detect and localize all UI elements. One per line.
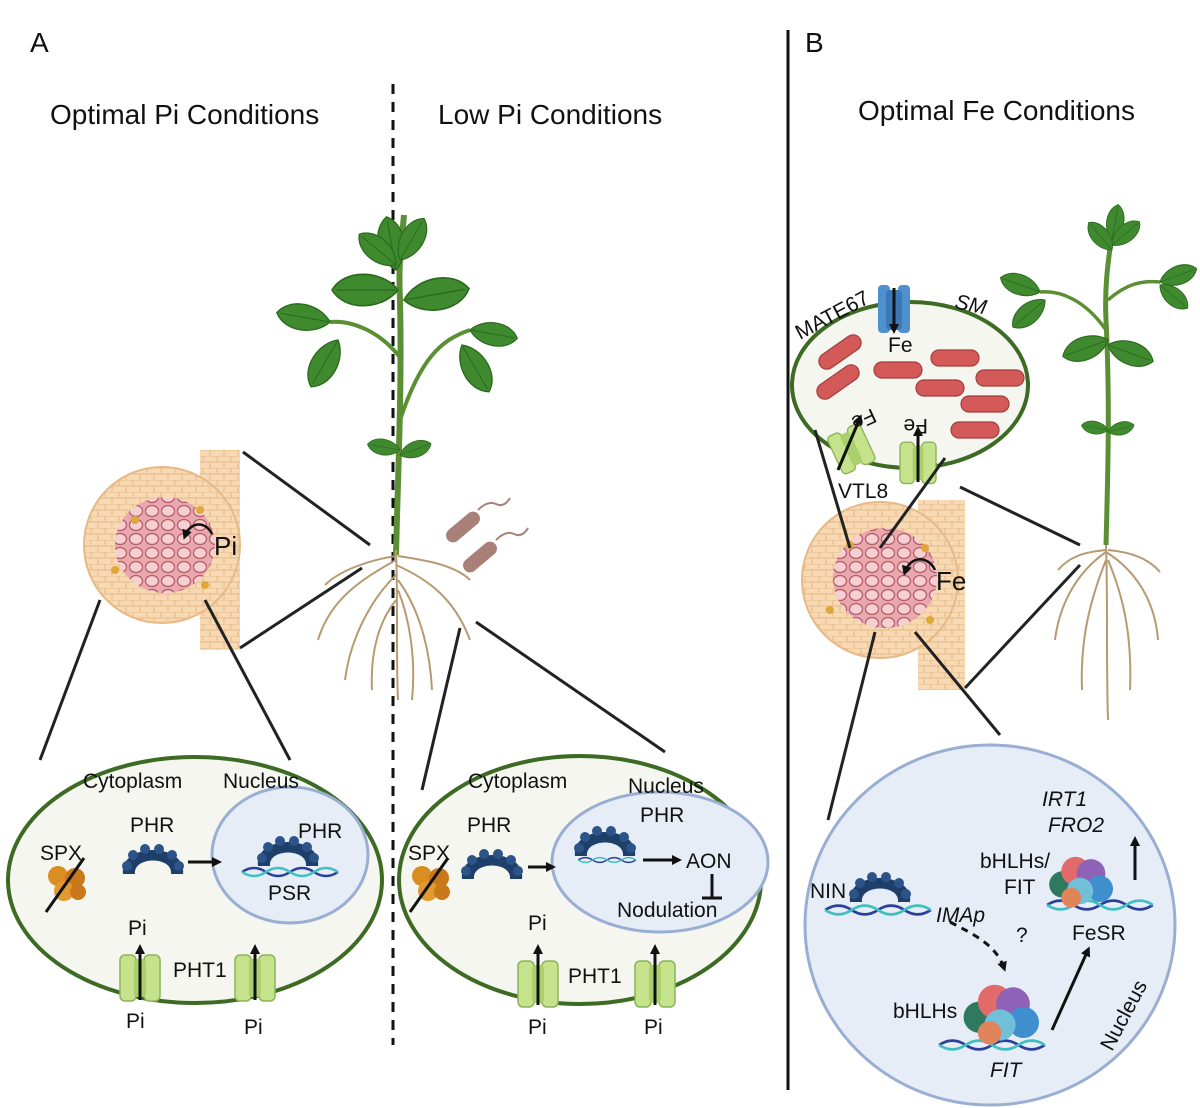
pi-bottom-right-label: Pi xyxy=(244,1016,263,1039)
fe-export-arrow xyxy=(836,414,863,471)
bacteroid-icon xyxy=(873,361,923,379)
pi-bottom-left-label: Pi xyxy=(528,1016,547,1039)
bacteroid-icon xyxy=(930,349,980,367)
optimal-fe-title: Optimal Fe Conditions xyxy=(858,95,1135,126)
pi-bottom-right-label: Pi xyxy=(644,1016,663,1039)
bacteroid-icon xyxy=(960,395,1010,413)
nodule-fe-label: Fe xyxy=(936,566,966,596)
soybean-plant-icon xyxy=(273,212,520,701)
zoom-line xyxy=(913,631,1002,736)
fro2-label: FRO2 xyxy=(1048,814,1104,837)
irt1-label: IRT1 xyxy=(1042,788,1087,811)
phr-cyto-label: PHR xyxy=(130,814,174,837)
bacteroid-icon xyxy=(975,369,1025,387)
root-system xyxy=(317,549,471,701)
cytoplasm-label: Cytoplasm xyxy=(83,770,182,793)
psr-label: PSR xyxy=(268,882,311,905)
bacteria-icon xyxy=(446,497,529,573)
root-system xyxy=(1054,544,1161,721)
question-label: ? xyxy=(1016,924,1028,947)
imap-label: IMAp xyxy=(936,904,985,927)
nodule-pi-label: Pi xyxy=(214,531,237,561)
zoom-line xyxy=(826,631,877,821)
spx-cross-line xyxy=(44,857,86,913)
zoom-line xyxy=(38,599,102,761)
symbiosome xyxy=(790,285,1030,485)
mate67-transporter-icon xyxy=(878,285,910,333)
bhlhs-fit-line2: FIT xyxy=(1004,876,1036,899)
nucleus-optimal xyxy=(210,785,370,925)
imap-dashed-arrow xyxy=(949,920,1007,972)
nodulation-label: Nodulation xyxy=(617,899,717,922)
spx-label: SPX xyxy=(40,842,82,865)
pi-top-label: Pi xyxy=(528,912,547,935)
pi-bottom-left-label: Pi xyxy=(126,1010,145,1033)
nodule-icon xyxy=(801,500,965,690)
panel-b-letter: B xyxy=(805,27,824,58)
spx-cross-line xyxy=(408,857,450,913)
aon-label: AON xyxy=(686,850,732,873)
low-pi-title: Low Pi Conditions xyxy=(438,99,662,130)
bhlhs-fit-line1: bHLHs/ xyxy=(980,850,1050,873)
nucleus-label: Nucleus xyxy=(628,775,704,798)
fesr-label: FeSR xyxy=(1072,922,1126,945)
zoom-line xyxy=(963,563,1082,690)
nucleus-fe xyxy=(803,743,1177,1107)
zoom-line xyxy=(475,620,666,754)
phr-nuc-label: PHR xyxy=(640,804,684,827)
vtl8-label: VTL8 xyxy=(838,480,888,503)
fe-right-label: Fe xyxy=(903,414,928,437)
cell-low-pi xyxy=(397,754,770,1008)
pht1-label: PHT1 xyxy=(173,959,227,982)
zoom-line xyxy=(959,485,1081,547)
bacteroid-icon xyxy=(950,421,1000,439)
soybean-plant-icon xyxy=(996,202,1200,721)
panel-a-letter: A xyxy=(30,27,49,58)
cell-optimal-pi xyxy=(6,755,384,1005)
zoom-line xyxy=(203,599,292,761)
fit-activation-arrow xyxy=(1050,946,1091,1031)
phr-nuc-label: PHR xyxy=(298,820,342,843)
zoom-line xyxy=(239,566,363,650)
nucleus-label: Nucleus xyxy=(223,770,299,793)
bacteroid-icon xyxy=(915,379,965,397)
pi-top-label: Pi xyxy=(128,917,147,940)
optimal-pi-title: Optimal Pi Conditions xyxy=(50,99,319,130)
cytoplasm-label: Cytoplasm xyxy=(468,770,567,793)
bhlhs-label: bHLHs xyxy=(893,1000,957,1023)
fit-label: FIT xyxy=(990,1059,1024,1082)
zoom-line xyxy=(878,457,947,549)
zoom-line xyxy=(420,627,462,791)
spx-label: SPX xyxy=(408,842,450,865)
nin-label: NIN xyxy=(810,880,846,903)
zoom-line xyxy=(242,450,371,547)
pi-curved-arrow xyxy=(182,523,214,540)
zoom-line xyxy=(813,429,852,549)
fe-curved-arrow xyxy=(902,558,937,576)
fe-top-label: Fe xyxy=(888,334,913,357)
pht1-label: PHT1 xyxy=(568,965,622,988)
nodule-icon xyxy=(83,450,241,650)
phr-cyto-label: PHR xyxy=(467,814,511,837)
